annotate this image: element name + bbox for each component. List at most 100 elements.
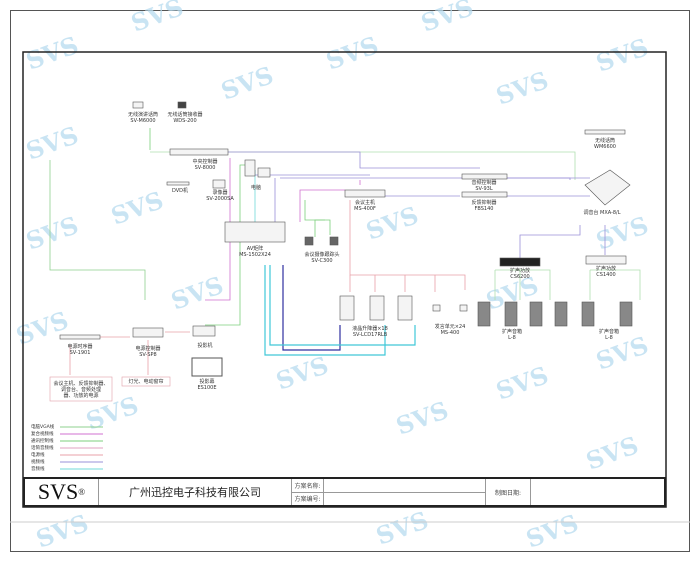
- camera-icon: [304, 236, 314, 246]
- conference-host-icon: [344, 189, 386, 198]
- label: 投影机: [197, 342, 212, 349]
- camera-icon: [329, 236, 339, 246]
- label: WM6600: [594, 144, 616, 150]
- field-values: [324, 479, 486, 505]
- watermark: SVS: [592, 32, 652, 77]
- legend-label: 电源线: [31, 451, 45, 458]
- legend-label: 复合视频线: [31, 430, 54, 437]
- label: L-8: [508, 335, 516, 341]
- label: 扩声功放: [510, 267, 530, 274]
- speaker-units: [432, 304, 468, 312]
- label: MS-400: [441, 330, 460, 336]
- speakers: [477, 301, 633, 327]
- watermark: SVS: [217, 60, 277, 105]
- watermark: SVS: [582, 430, 642, 475]
- watermark: SVS: [127, 0, 187, 38]
- label: AV矩阵: [247, 245, 264, 252]
- watermark: SVS: [22, 120, 82, 165]
- audio-controller-icon: [461, 173, 508, 180]
- label: DVD机: [172, 187, 188, 194]
- label: 发言单元×24: [435, 323, 466, 330]
- legend-label: 话筒音频线: [31, 444, 54, 451]
- dvd-icon: [166, 181, 190, 186]
- plan-no-value: [324, 493, 485, 506]
- label: 投影幕: [199, 378, 214, 385]
- note-text: 器、功放的电源: [63, 392, 98, 399]
- label: SV-1901: [70, 350, 91, 356]
- watermark: SVS: [417, 0, 477, 38]
- label: SV-93L: [475, 186, 492, 192]
- label: ES100E: [197, 385, 216, 391]
- label: CS1400: [596, 272, 615, 278]
- plan-no-label: 方案编号:: [294, 496, 321, 504]
- label: 录像器: [212, 189, 227, 196]
- watermark: SVS: [392, 395, 452, 440]
- label: 扩声功放: [596, 265, 616, 272]
- power-sequencer-icon: [59, 334, 101, 340]
- label: 音频控制器: [471, 179, 496, 186]
- label: 无线演讲话筒: [128, 111, 158, 118]
- label: 反馈抑制器: [471, 199, 496, 206]
- plan-name-value: [324, 479, 485, 493]
- watermark: SVS: [522, 508, 582, 553]
- legend-label: 视频线: [31, 458, 45, 465]
- lcd-lifts: [339, 295, 413, 321]
- watermark: SVS: [322, 30, 382, 75]
- company-logo: SVS®: [25, 479, 99, 505]
- pc-monitor-icon: [257, 167, 271, 178]
- watermark: SVS: [107, 185, 167, 230]
- wireless-mic2-icon: [584, 129, 626, 135]
- label: 扩声音箱: [599, 328, 619, 335]
- drawing-sheet: [10, 10, 690, 552]
- watermark: SVS: [492, 360, 552, 405]
- watermark: SVS: [592, 330, 652, 375]
- legend-label: 电脑VGA线: [31, 423, 55, 430]
- label: 中央控制器: [192, 158, 217, 165]
- label: MS-1502X24: [239, 252, 271, 258]
- label: 无线话筒接收器: [167, 111, 202, 118]
- label: 电源时序器: [67, 343, 92, 350]
- watermark: SVS: [592, 210, 652, 255]
- watermark: SVS: [272, 350, 332, 395]
- legend-label: 音频线: [31, 465, 45, 472]
- label: 无线话筒: [595, 137, 615, 144]
- date-value: [531, 479, 664, 505]
- label: L-8: [605, 335, 613, 341]
- pc-tower-icon: [244, 159, 256, 177]
- power-targets-box: [49, 376, 113, 402]
- av-matrix-icon: [224, 221, 286, 243]
- company-name: 广州迅控电子科技有限公司: [99, 479, 292, 505]
- label: WDS-200: [173, 118, 196, 124]
- recorder-icon: [212, 179, 226, 189]
- label: 电源控制器: [135, 345, 160, 352]
- label: MS-400F: [354, 206, 376, 212]
- label: 会议主机: [355, 199, 375, 206]
- label: 调音台 MXA-8/L: [583, 209, 620, 216]
- power-controller-icon: [132, 327, 164, 338]
- cables: [49, 128, 641, 375]
- legend-label: 通讯控制线: [31, 437, 54, 444]
- watermark: SVS: [22, 30, 82, 75]
- feedback-suppressor-icon: [461, 191, 508, 198]
- amplifier-icon: [499, 257, 541, 267]
- label: SV-M6000: [130, 118, 155, 124]
- date-label: 制图日期:: [486, 479, 531, 505]
- plan-name-label: 方案名称:: [292, 479, 323, 493]
- watermark: SVS: [492, 65, 552, 110]
- projection-screen-icon: [191, 357, 223, 377]
- label: FBS140: [475, 206, 494, 212]
- lighting-box: [121, 376, 171, 387]
- legend: 电脑VGA线 复合视频线 通讯控制线 话筒音频线 电源线 视频线 音频线: [31, 423, 103, 472]
- watermark: SVS: [32, 508, 92, 553]
- label: SV-8000: [195, 165, 216, 171]
- watermark: SVS: [372, 505, 432, 550]
- label: SV-LCD17RLB: [353, 332, 388, 338]
- watermark: SVS: [22, 210, 82, 255]
- wireless-mic-icon: [132, 101, 144, 109]
- label: 会议摄像跟踪头: [304, 251, 339, 258]
- label: 扩声音箱: [502, 328, 522, 335]
- title-block: SVS® 广州迅控电子科技有限公司 方案名称: 方案编号: 制图日期:: [23, 477, 666, 507]
- note-text: 会议主机、反馈抑制器、: [53, 380, 108, 387]
- note-text: 灯光、电动窗帘: [128, 378, 163, 385]
